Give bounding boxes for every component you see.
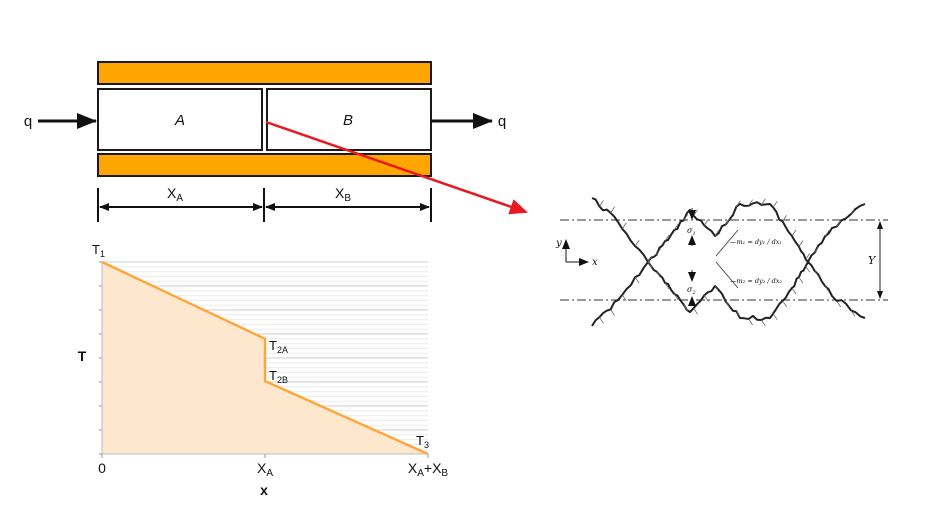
slope2-label: —m₂ = dy₂ / dx₂ xyxy=(730,277,782,285)
profile-line xyxy=(101,260,429,456)
gap-dim-arrow-bottom xyxy=(877,291,883,299)
dimension-lines: XA XB xyxy=(97,185,432,222)
composite-wall: A B xyxy=(97,61,432,177)
heat-flow-in: q xyxy=(24,113,97,130)
chart-x-axis-label: x xyxy=(260,482,268,498)
surface-profile-upper xyxy=(591,197,866,263)
x-tick-label: 0 xyxy=(98,460,106,476)
surface-hatch-upper xyxy=(599,198,856,263)
chart-x-ticks: 0 XA XA+XB xyxy=(98,454,448,479)
zoom-pointer-arrow xyxy=(265,120,528,215)
point-label: T2B xyxy=(269,368,288,385)
heat-out-label: q xyxy=(498,113,506,130)
heat-in-label: q xyxy=(24,113,32,130)
dim-xb-label: XB xyxy=(335,185,351,204)
slope1-tangent xyxy=(715,229,739,257)
surface-profile-lower xyxy=(591,261,866,327)
sigma1-label: σ1 xyxy=(687,226,696,237)
gap-label: Y xyxy=(868,254,877,267)
region-b-label: B xyxy=(343,112,353,129)
point-label: T1 xyxy=(92,242,105,259)
x-tick-label: XA xyxy=(257,460,273,479)
axis-x-label: x xyxy=(592,257,598,268)
sigma2-label: σ2 xyxy=(687,285,696,296)
slope1-label: —m₁ = dy₁ / dx₁ xyxy=(730,238,782,246)
dim-xa-label: XA xyxy=(167,185,183,204)
heat-flow-out: q xyxy=(431,113,506,130)
region-a-box xyxy=(97,88,263,151)
axis-y-label: y xyxy=(555,238,562,249)
contact-detail: y x σ1 σ2 —m₁ = dy₁ / dx₁ —m₂ = dy₂ / dx… xyxy=(555,197,888,327)
top-wall-plate xyxy=(97,61,432,85)
gap-dim-arrow-top xyxy=(877,221,883,229)
region-b-box xyxy=(266,88,432,151)
region-a-label: A xyxy=(174,112,185,129)
surface-hatch-lower xyxy=(599,261,856,327)
point-label: T3 xyxy=(416,433,429,450)
x-tick-label: XA+XB xyxy=(408,460,449,479)
chart-y-ticks xyxy=(99,261,102,455)
point-label: T2A xyxy=(269,338,288,355)
chart-y-axis-label: T xyxy=(78,348,87,364)
slope2-tangent xyxy=(715,261,739,289)
bottom-wall-plate xyxy=(97,153,432,177)
